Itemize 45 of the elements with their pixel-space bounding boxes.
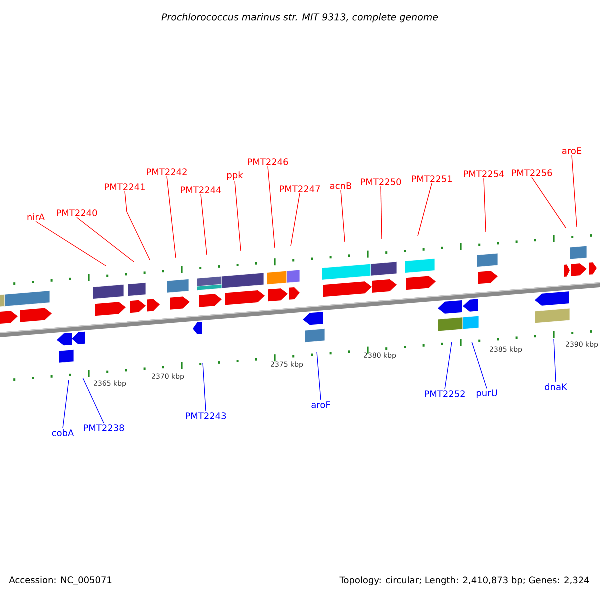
gene-label: PMT2247 [280,186,320,192]
gene-label: PMT2244 [181,186,222,194]
gene-label: PMT2242 [147,168,187,176]
leader-line [290,193,300,246]
footer-text: Topology: circular; Length: 2,410,873 bp; Genes: 2,324 [340,576,590,586]
gene-label: PMT2254 [464,170,504,178]
gene-label: acnB [330,182,352,190]
gene-label: PMT2250 [361,178,402,186]
leader-line [484,178,486,232]
leader-line [234,181,242,252]
leader-line [472,342,488,389]
leader-line [316,352,322,401]
gene-label: purU [476,390,498,398]
gene-label: PMT2238 [84,424,124,432]
leader-line [554,338,556,383]
gene-label: PMT2246 [248,158,288,166]
leader-line [36,221,106,266]
gene-label: PMT2252 [425,390,465,398]
leader-line [268,166,276,248]
leader-line [76,217,134,262]
gene-label: aroF [312,402,330,408]
leader-line [572,155,578,228]
leader-line [202,362,206,412]
leader-line [200,194,208,256]
gene-label: nirA [28,214,45,220]
title: Prochlorococcus marinus str. MIT 9313, complete genome [162,13,438,23]
leader-line [124,191,150,260]
gene-label: ppk [228,172,244,180]
leader-line [62,380,70,429]
gene-label: PMT2251 [412,176,452,182]
gene-label: PMT2241 [105,184,145,190]
leader-line [532,177,566,228]
leader-line [82,378,104,424]
gene-label: aroE [562,148,582,154]
leader-line [340,190,346,242]
footer-text: Accession: NC_005071 [9,576,112,586]
gene-label: PMT2256 [512,170,552,176]
gene-label: dnaK [545,384,568,390]
leader-line [418,183,432,236]
leader-line [444,342,452,390]
leader-line [380,186,382,240]
gene-label: PMT2240 [57,210,98,216]
leader-line [166,176,176,258]
gene-label: cobA [52,430,74,436]
gene-label: PMT2243 [186,412,226,420]
